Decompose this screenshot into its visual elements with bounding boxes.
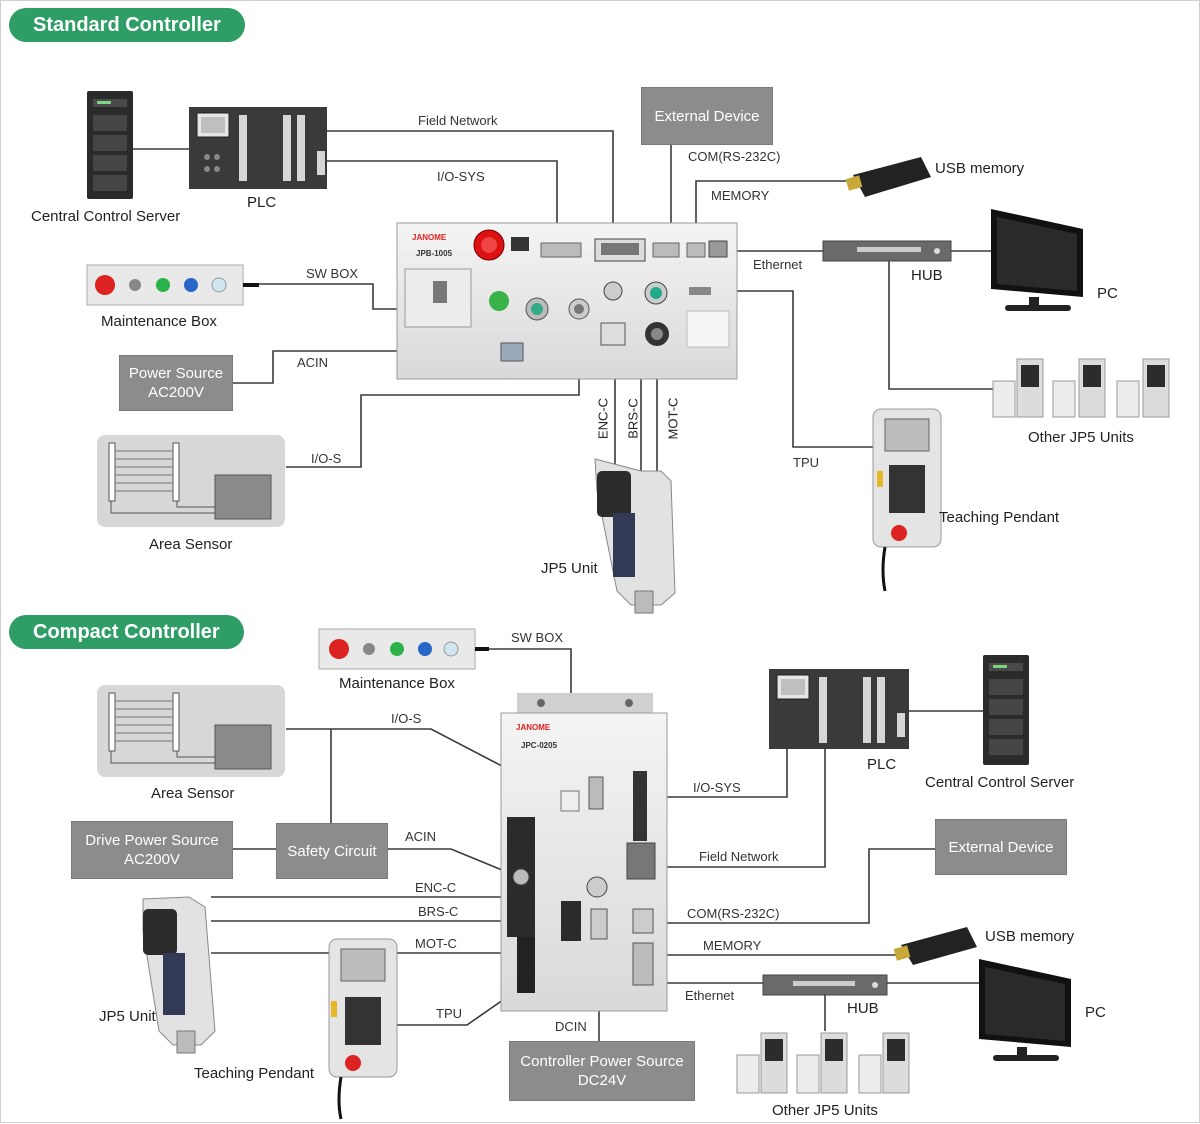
std-controller-graphic	[396, 222, 738, 380]
cmp-teaching-pendant-label: Teaching Pendant	[194, 1065, 315, 1082]
std-memory-label: MEMORY	[711, 188, 770, 203]
std-area-sensor-graphic	[97, 435, 285, 527]
cmp-brs-c-label: BRS-C	[418, 904, 459, 919]
cmp-central-server-label: Central Control Server	[925, 774, 1075, 791]
std-pc-graphic	[991, 209, 1083, 311]
cmp-area-sensor-label: Area Sensor	[151, 785, 235, 802]
cmp-memory-label: MEMORY	[703, 938, 762, 953]
cmp-controller-brand: JANOME	[516, 723, 551, 732]
std-enc-c-label: ENC-C	[595, 397, 611, 440]
cmp-area-sensor-graphic	[97, 685, 285, 777]
std-maintenance-box-label: Maintenance Box	[101, 313, 217, 330]
std-mot-c-label: MOT-C	[665, 397, 681, 440]
cmp-field-network-label: Field Network	[699, 849, 779, 864]
std-ethernet-label: Ethernet	[753, 257, 803, 272]
std-other-units-label: Other JP5 Units	[1028, 429, 1134, 446]
std-jp5-unit-label: JP5 Unit	[541, 560, 598, 577]
cmp-controller-power-box: Controller Power Source DC24V	[509, 1041, 695, 1101]
std-controller-brand: JANOME	[412, 233, 447, 242]
cmp-usb-graphic	[893, 927, 977, 965]
std-tpu-label: TPU	[793, 455, 819, 470]
cmp-external-device-box: External Device	[935, 819, 1067, 875]
std-plc-graphic	[189, 107, 327, 189]
std-jp5-graphic	[594, 458, 676, 614]
cmp-other-units-label: Other JP5 Units	[772, 1102, 878, 1119]
std-pendant-graphic	[872, 408, 942, 592]
cmp-server-graphic	[909, 655, 1029, 765]
cmp-hub-graphic	[762, 974, 888, 996]
cmp-plc-label: PLC	[867, 756, 897, 773]
cmp-acin-label: ACIN	[405, 829, 437, 844]
cmp-jp5-unit-label: JP5 Unit	[99, 1008, 156, 1025]
cmp-maintenance-graphic	[318, 628, 489, 670]
cmp-io-s-label: I/O-S	[391, 711, 422, 726]
standard-connection-lines	[133, 130, 996, 471]
cmp-hub-label: HUB	[847, 1000, 879, 1017]
std-other-units-graphic	[992, 358, 1170, 418]
cmp-maintenance-box-label: Maintenance Box	[339, 675, 455, 692]
std-io-sys-label: I/O-SYS	[437, 169, 485, 184]
cmp-plc-graphic	[769, 669, 909, 749]
std-io-s-label: I/O-S	[311, 451, 342, 466]
std-hub-label: HUB	[911, 267, 943, 284]
cmp-enc-c-label: ENC-C	[415, 880, 457, 895]
cmp-com-label: COM(RS-232C)	[687, 906, 780, 921]
std-usb-memory-label: USB memory	[935, 160, 1025, 177]
cmp-controller-graphic	[500, 693, 668, 1012]
cmp-usb-memory-label: USB memory	[985, 928, 1075, 945]
cmp-ethernet-label: Ethernet	[685, 988, 735, 1003]
std-server-graphic	[87, 91, 133, 199]
std-external-device-box: External Device	[641, 87, 773, 145]
cmp-controller-model: JPC-0205	[521, 741, 558, 750]
cmp-safety-circuit-box: Safety Circuit	[276, 823, 388, 879]
cmp-pc-graphic	[979, 959, 1071, 1061]
std-pc-label: PC	[1097, 285, 1118, 302]
std-area-sensor-label: Area Sensor	[149, 536, 233, 553]
cmp-jp5-graphic	[142, 896, 216, 1054]
standard-section-title: Standard Controller	[9, 8, 245, 42]
compact-section-title: Compact Controller	[9, 615, 244, 649]
std-usb-graphic	[845, 157, 931, 197]
std-field-network-label: Field Network	[418, 113, 498, 128]
cmp-tpu-label: TPU	[436, 1006, 462, 1021]
std-maintenance-graphic	[86, 264, 259, 306]
cmp-sw-box-label: SW BOX	[511, 630, 564, 645]
std-sw-box-label: SW BOX	[306, 266, 359, 281]
std-central-server-label: Central Control Server	[31, 208, 181, 225]
cmp-dcin-label: DCIN	[555, 1019, 587, 1034]
std-teaching-pendant-label: Teaching Pendant	[939, 509, 1060, 526]
cmp-io-sys-label: I/O-SYS	[693, 780, 741, 795]
cmp-pc-label: PC	[1085, 1004, 1106, 1021]
std-com-label: COM(RS-232C)	[688, 149, 781, 164]
std-hub-graphic	[822, 240, 952, 262]
std-controller-model: JPB-1005	[416, 249, 453, 258]
cmp-other-units-graphic	[736, 1032, 910, 1094]
std-brs-c-label: BRS-C	[625, 398, 641, 439]
std-plc-label: PLC	[247, 194, 277, 211]
cmp-drive-power-box: Drive Power Source AC200V	[71, 821, 233, 879]
cmp-pendant-graphic	[328, 938, 398, 1120]
std-power-source-box: Power Source AC200V	[119, 355, 233, 411]
std-acin-label: ACIN	[297, 355, 329, 370]
cmp-mot-c-label: MOT-C	[415, 936, 457, 951]
